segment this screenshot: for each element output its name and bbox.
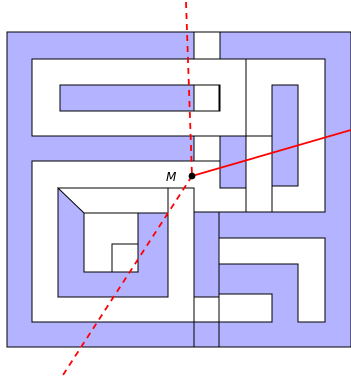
solid-ray-right <box>191 129 351 177</box>
corridor-inner-spiral-2 <box>56 187 169 214</box>
corridor-right-mid <box>245 135 273 213</box>
point-m-label: M <box>166 170 177 184</box>
corridor-center-bottom <box>193 296 220 323</box>
point-m-dot <box>188 172 196 180</box>
corridor-right-bottom <box>218 293 273 323</box>
maze-block-center <box>193 211 220 348</box>
dashed-ray-upper <box>185 1 193 177</box>
corridor-inner-spiral <box>83 212 139 273</box>
corridor-right-lower <box>218 237 326 323</box>
maze-corridors <box>31 31 326 323</box>
